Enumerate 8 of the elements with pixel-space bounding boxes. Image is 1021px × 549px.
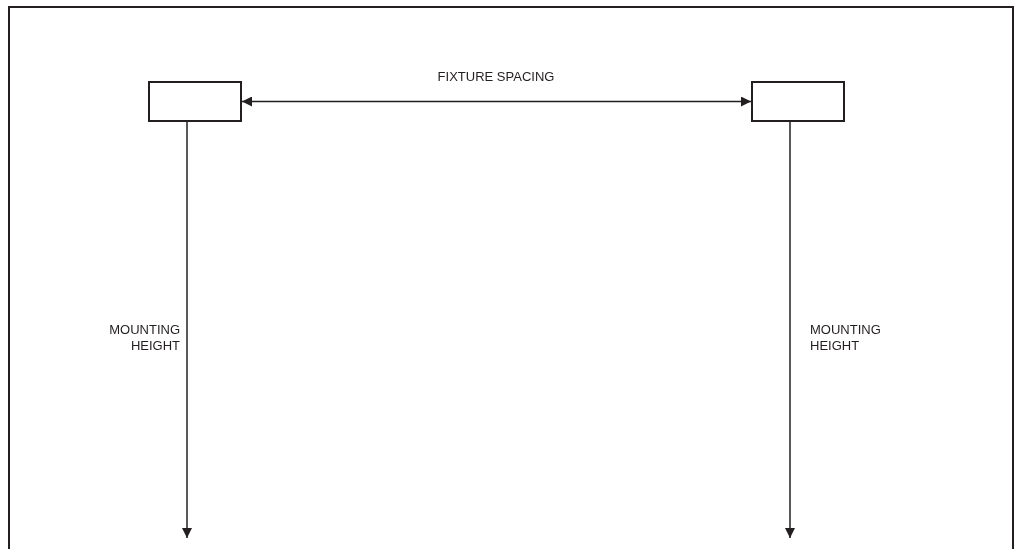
- edge-label: FIXTURE SPACING: [436, 69, 556, 85]
- arrow: [182, 121, 192, 539]
- fixture-box: [751, 81, 845, 122]
- double-arrow: [241, 96, 752, 107]
- edge-label: MOUNTING HEIGHT: [810, 322, 882, 354]
- fixture-box: [148, 81, 242, 122]
- arrow: [785, 121, 795, 539]
- edge-label: MOUNTING HEIGHT: [108, 322, 180, 354]
